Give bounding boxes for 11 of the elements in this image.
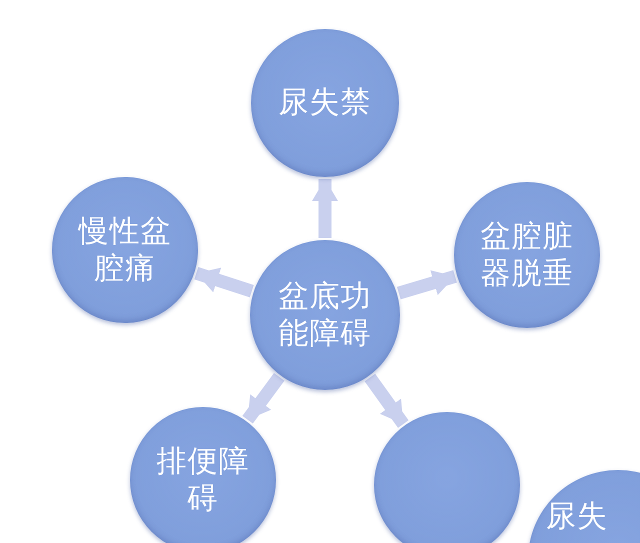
topic-label: 慢性盆腔痛 (76, 212, 172, 288)
block-arrow (312, 179, 338, 238)
topic-label: 盆底功能障碍 (278, 278, 372, 352)
block-arrow (396, 270, 457, 300)
topic-label: 排便障碍 (156, 442, 250, 518)
topic-label: 尿失禁 (278, 84, 372, 122)
block-arrow (194, 267, 254, 298)
topic-label: 尿失 (546, 498, 609, 536)
block-arrow (364, 374, 409, 428)
block-arrow (242, 373, 284, 424)
topic-label: 盆腔脏器脱垂 (480, 218, 574, 292)
